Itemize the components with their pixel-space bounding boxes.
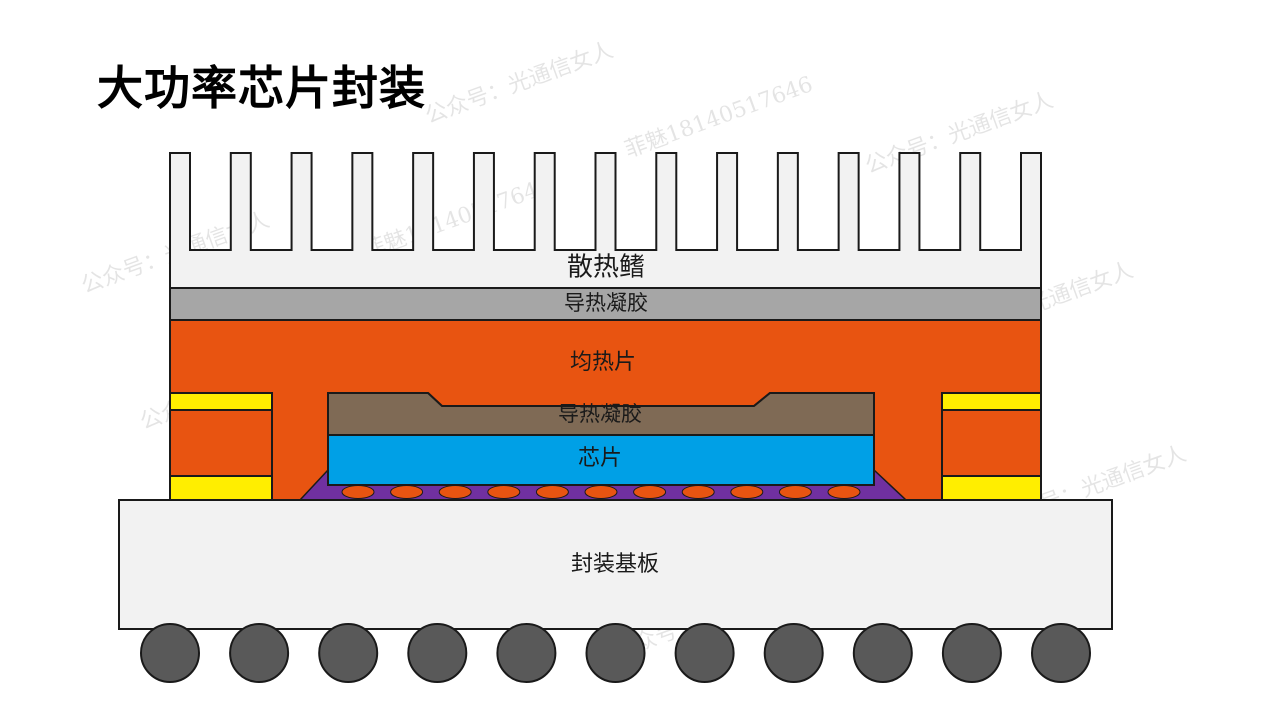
solder-ball: [852, 623, 913, 683]
micro-bump: [438, 485, 472, 499]
micro-bump: [827, 485, 861, 499]
solder-ball: [229, 623, 290, 683]
heat-spreader-label: 均热片: [570, 350, 636, 375]
watermark-account-2: 公众号：光通信女人: [422, 38, 617, 129]
micro-bump: [778, 485, 812, 499]
right-leg-orange: [941, 409, 1042, 477]
solder-ball: [140, 623, 200, 683]
heatsink-label: 散热鳍: [567, 253, 645, 283]
solder-ball: [1031, 623, 1091, 683]
substrate-label: 封装基板: [571, 552, 659, 577]
package-substrate: [118, 499, 1113, 630]
micro-bump: [390, 485, 424, 499]
micro-bump: [730, 485, 764, 499]
micro-bump: [487, 485, 521, 499]
left-stiffener-leg: [169, 392, 273, 501]
thermal-gel-top-layer: [169, 287, 1042, 321]
left-leg-yellow-bottom: [169, 475, 273, 501]
solder-ball: [496, 623, 557, 683]
thermal-gel-top-label: 导热凝胶: [564, 291, 648, 315]
solder-ball: [941, 623, 1002, 683]
solder-ball: [674, 623, 735, 683]
page-title: 大功率芯片封装: [97, 61, 426, 115]
thermal-gel-bottom-label: 导热凝胶: [558, 402, 642, 426]
micro-bump: [535, 485, 569, 499]
micro-bump: [341, 485, 375, 499]
solder-ball: [585, 623, 646, 683]
heatsink-fins: [169, 152, 1042, 289]
watermark-contact-1: 菲魅18140517646: [622, 72, 817, 163]
right-stiffener-leg: [941, 392, 1042, 501]
micro-bump: [681, 485, 715, 499]
solder-ball: [318, 623, 379, 683]
left-leg-orange: [169, 409, 273, 477]
solder-ball: [763, 623, 824, 683]
left-leg-yellow-top: [169, 392, 273, 411]
chip-label: 芯片: [578, 446, 622, 471]
solder-balls: [140, 623, 1091, 683]
micro-bump: [633, 485, 667, 499]
solder-ball: [407, 623, 468, 683]
micro-bumps: [341, 485, 861, 499]
right-leg-yellow-top: [941, 392, 1042, 411]
right-leg-yellow-bottom: [941, 475, 1042, 501]
micro-bump: [584, 485, 618, 499]
